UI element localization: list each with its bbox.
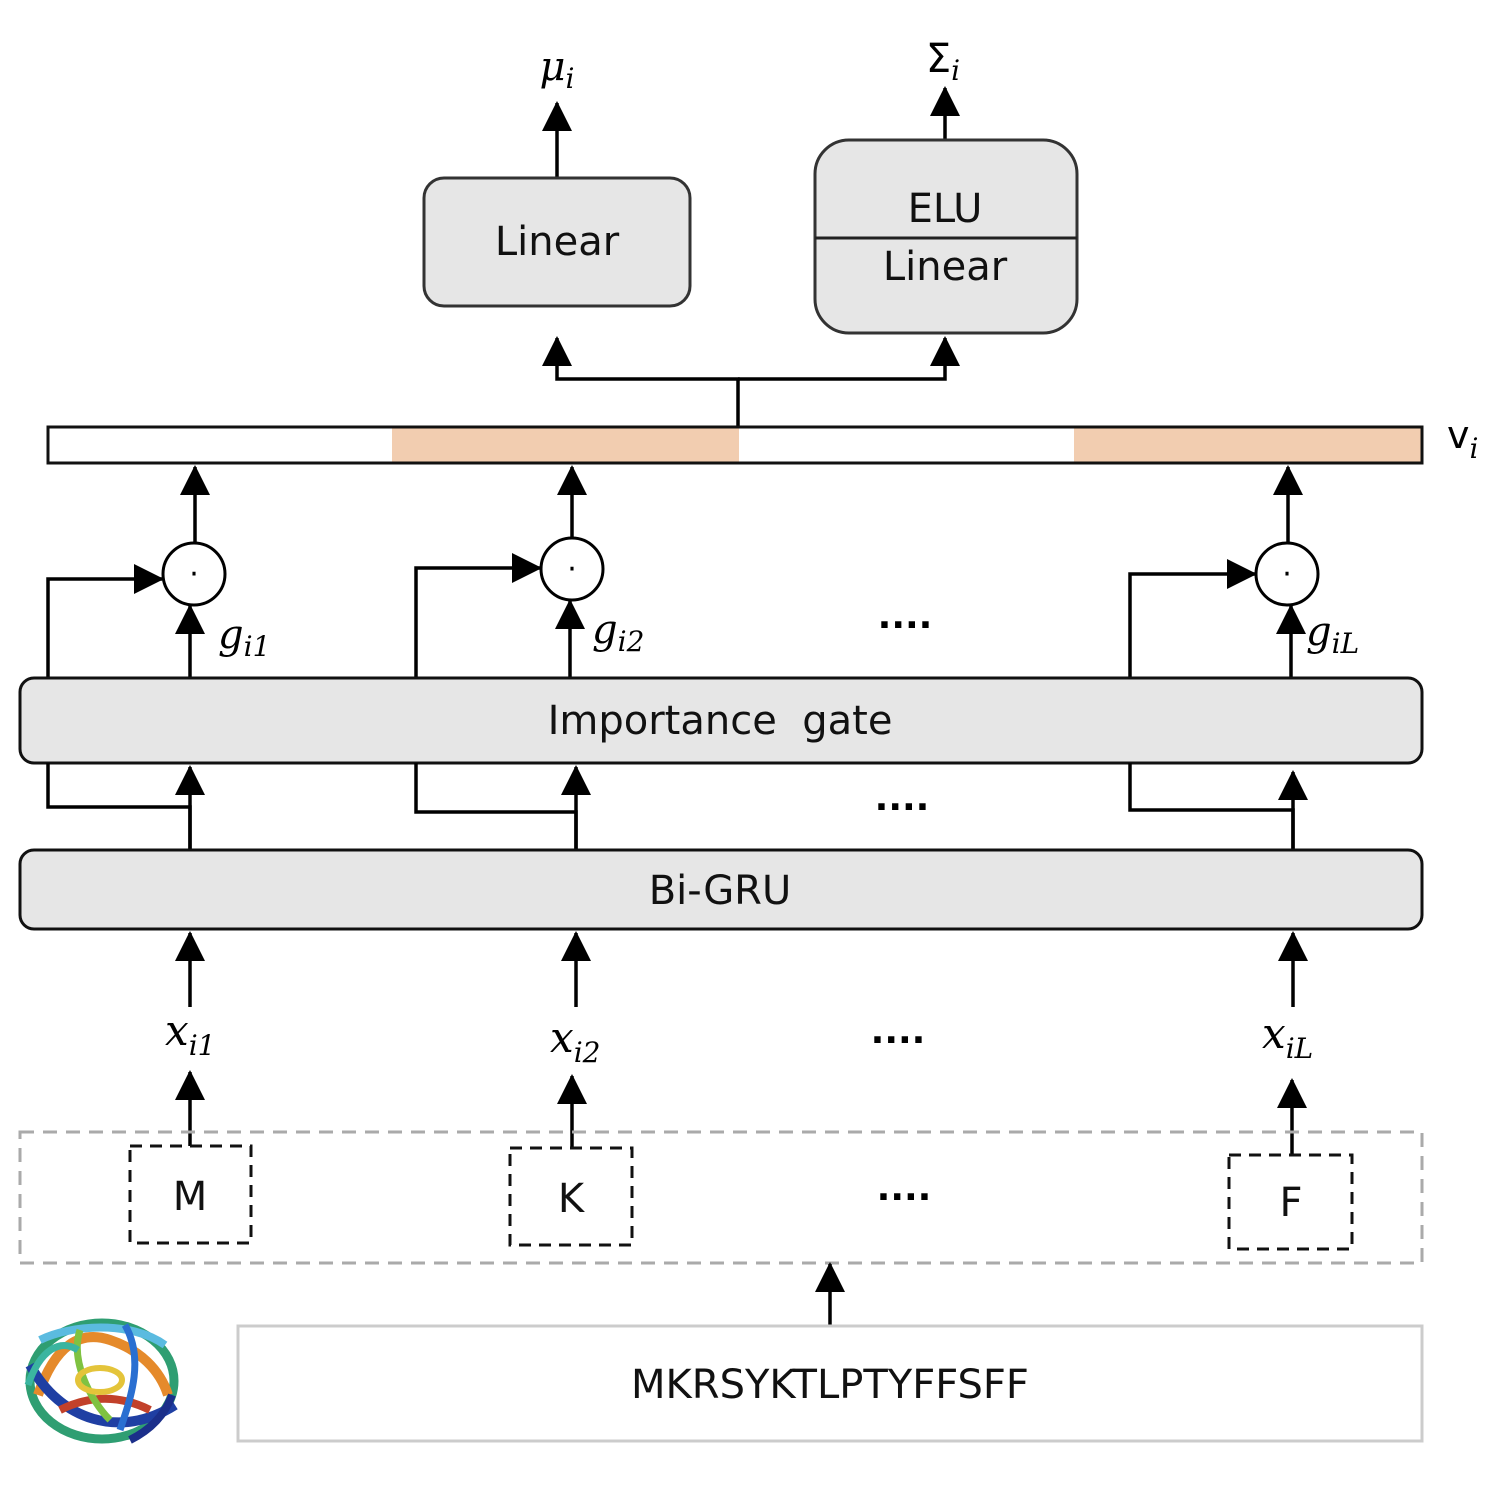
hadamard-node-2: · bbox=[539, 536, 605, 602]
protein-structure-icon bbox=[24, 1318, 179, 1444]
branch-line-1 bbox=[46, 763, 192, 850]
input-label-2: xi2 bbox=[550, 1013, 600, 1069]
branch-line-3 bbox=[1128, 763, 1295, 850]
bigru-box: Bi-GRU bbox=[18, 848, 1424, 931]
gate-label-3: giL bbox=[1306, 609, 1359, 660]
bigru-label: Bi-GRU bbox=[649, 868, 792, 914]
gate-label-2: gi2 bbox=[592, 607, 644, 658]
skip-arrow-3 bbox=[1128, 559, 1257, 678]
linear-mu-box: Linear bbox=[422, 176, 692, 308]
sequence-text: MKRSYKTLPTYFFSFF bbox=[631, 1362, 1029, 1408]
token-label-2: K bbox=[558, 1176, 586, 1222]
vector-segment-highlight bbox=[392, 427, 739, 463]
vector-segment-highlight bbox=[1074, 427, 1422, 463]
representation-vector bbox=[46, 425, 1424, 465]
ellipsis-gates: .... bbox=[878, 596, 933, 637]
elu-label: ELU bbox=[908, 186, 983, 232]
branch-line-2 bbox=[414, 763, 578, 850]
skip-arrow-1 bbox=[46, 564, 164, 678]
vector-label: vi bbox=[1447, 413, 1478, 465]
token-label-3: F bbox=[1279, 1180, 1302, 1226]
token-label-1: M bbox=[173, 1174, 208, 1220]
ellipsis-inputs: .... bbox=[871, 1011, 926, 1052]
odot-symbol: · bbox=[1282, 557, 1292, 592]
elu-linear-box: ELU Linear bbox=[813, 138, 1079, 335]
token-box-2: K bbox=[508, 1146, 634, 1247]
skip-arrow-2 bbox=[414, 553, 542, 678]
ellipsis-tokens: .... bbox=[877, 1168, 932, 1209]
input-label-3: xiL bbox=[1262, 1009, 1313, 1065]
importance-gate-box: Importance gate bbox=[18, 676, 1424, 765]
sigma-output-label: Σi bbox=[926, 36, 960, 87]
token-box-3: F bbox=[1227, 1153, 1354, 1251]
linear-mu-label: Linear bbox=[495, 219, 620, 265]
hadamard-node-1: · bbox=[161, 541, 227, 607]
linear-sigma-label: Linear bbox=[883, 244, 1008, 290]
gate-label-1: gi1 bbox=[218, 612, 270, 663]
hadamard-node-3: · bbox=[1254, 541, 1320, 607]
arrow-vector-to-linear bbox=[542, 336, 740, 427]
token-box-1: M bbox=[128, 1144, 253, 1245]
mu-output-label: μi bbox=[540, 44, 575, 95]
ellipsis-bigru: .... bbox=[875, 778, 930, 819]
importance-gate-label: Importance gate bbox=[548, 698, 893, 744]
token-region bbox=[18, 1130, 1424, 1265]
arrow-vector-to-elu bbox=[738, 336, 960, 381]
odot-symbol: · bbox=[567, 552, 577, 587]
input-label-1: xi1 bbox=[165, 1006, 215, 1062]
sequence-box: MKRSYKTLPTYFFSFF bbox=[236, 1324, 1424, 1443]
odot-symbol: · bbox=[189, 557, 199, 592]
